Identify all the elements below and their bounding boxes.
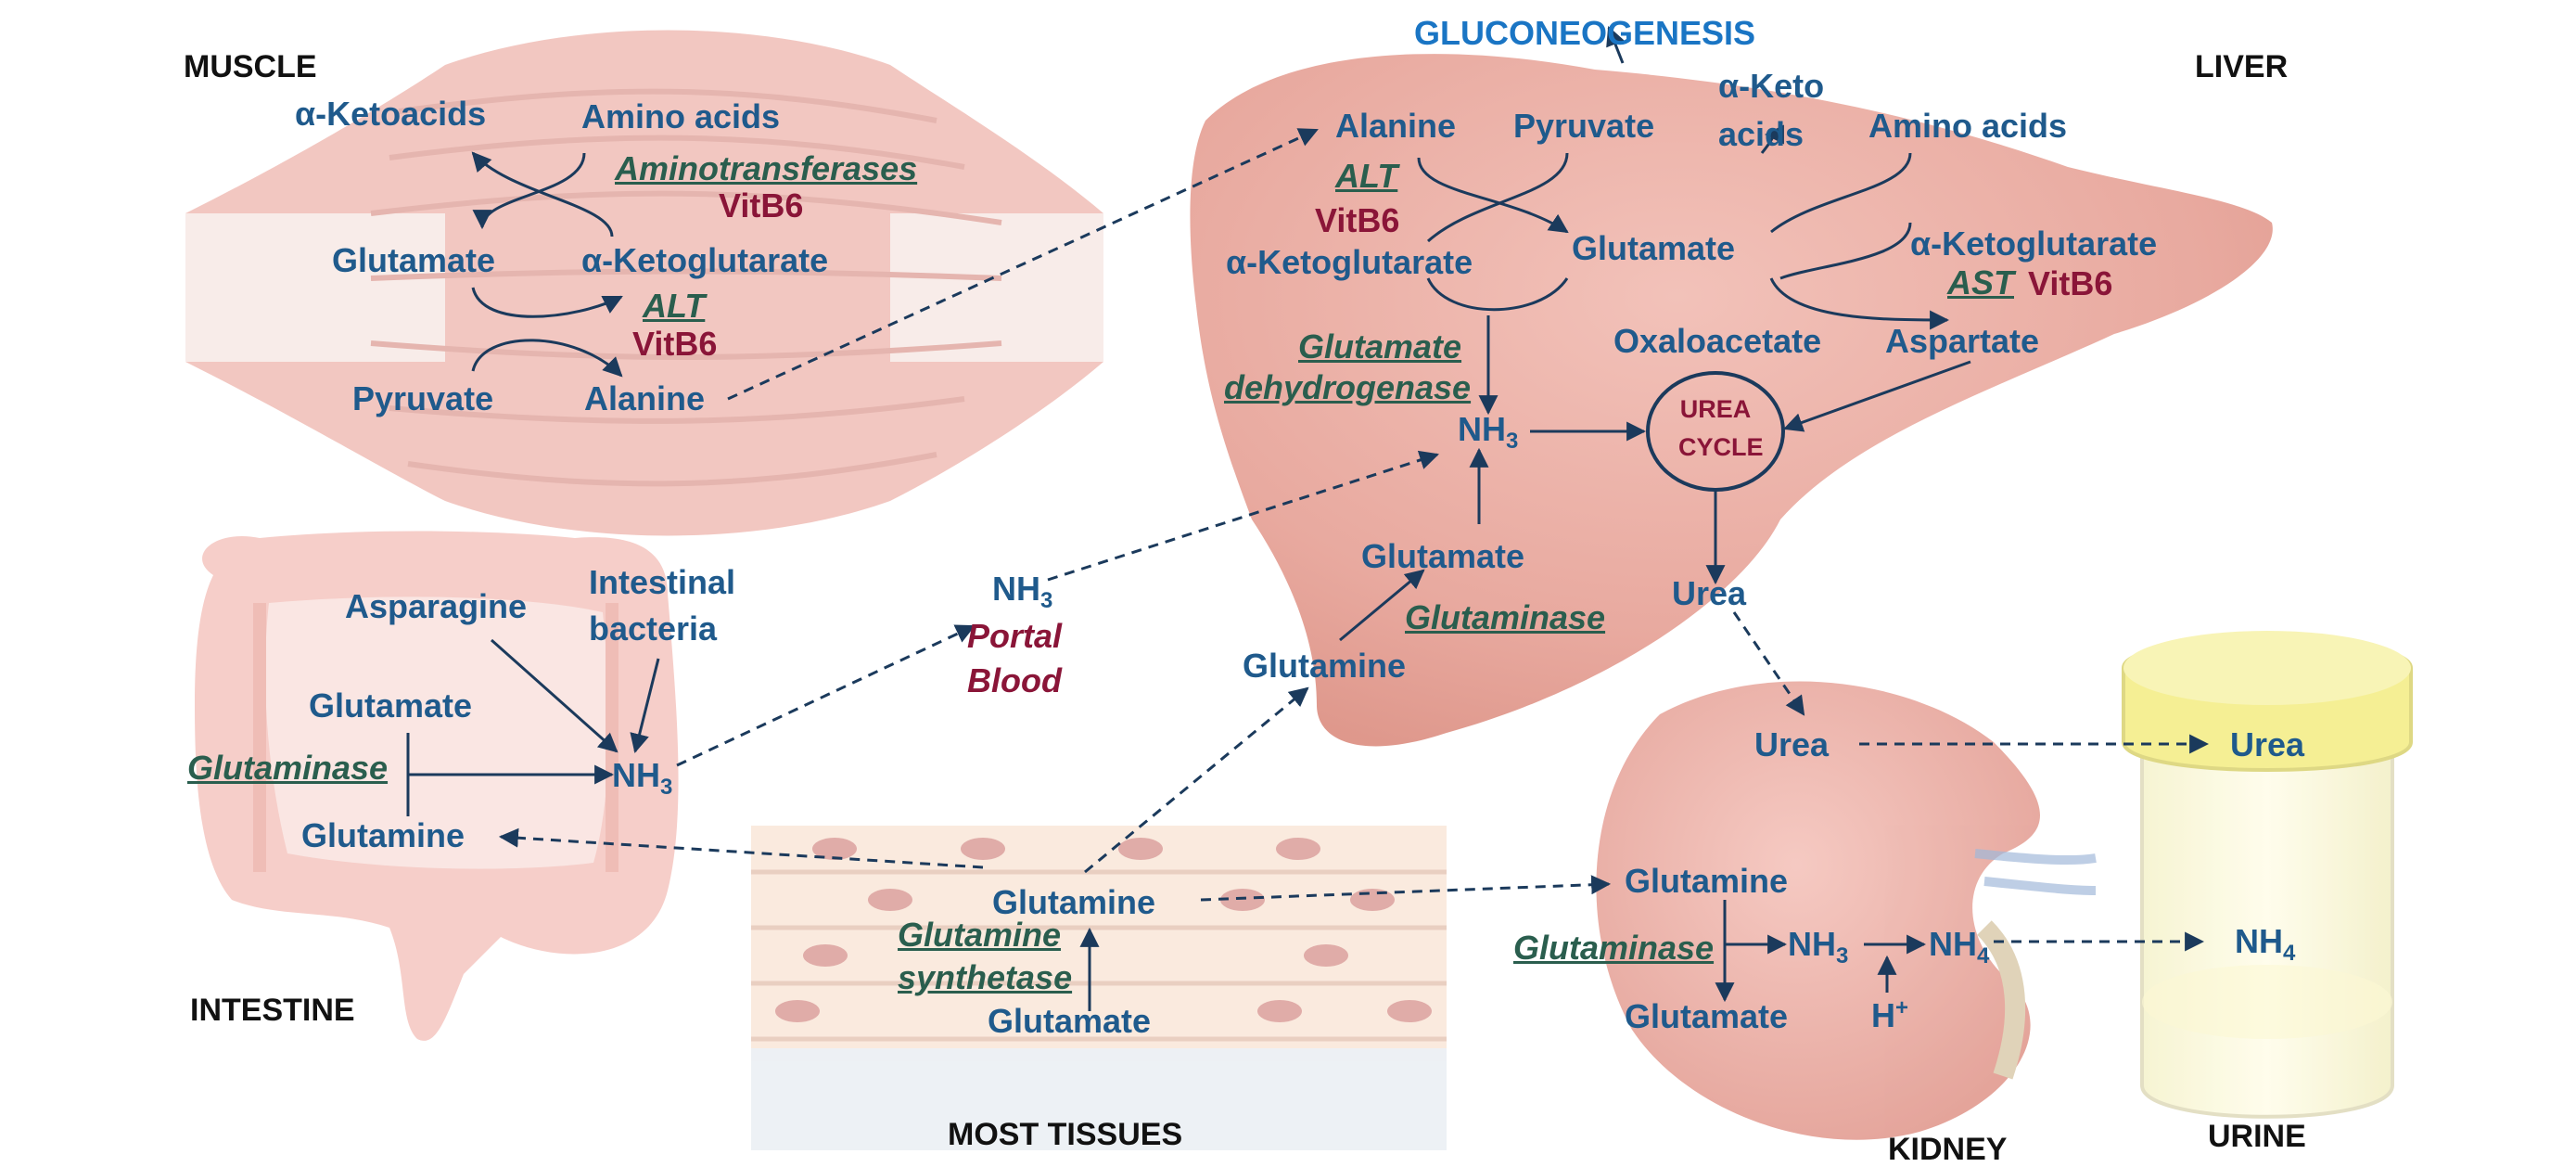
urine-nh4-sub: 4 (2283, 941, 2296, 967)
liver-glutamate-low: Glutamate (1361, 537, 1525, 575)
kidney-urea: Urea (1754, 725, 1830, 763)
liver-gluconeogenesis: GLUCONEOGENESIS (1414, 14, 1756, 52)
reaction-arrows (406, 26, 1971, 1011)
intestine-nh3-sub: 3 (660, 775, 673, 801)
tissues-synthetase-line2: synthetase (898, 958, 1073, 996)
muscle-glutamate: Glutamate (332, 241, 496, 279)
liver-pyruvate: Pyruvate (1513, 107, 1655, 145)
urine-nh4: NH4 (2235, 925, 2295, 965)
intestine-asparagine: Asparagine (345, 587, 528, 625)
kidney-h-plus: H+ (1871, 997, 1908, 1032)
liver-nh3-text: NH (1458, 410, 1506, 448)
kidney-nh3-text: NH (1788, 925, 1836, 963)
liver-ketoglutarate-right: α-Ketoglutarate (1910, 224, 2158, 263)
kidney-nh3: NH3 (1788, 928, 1848, 968)
portal-nh3: NH3 (992, 572, 1052, 612)
muscle-alt: ALT (643, 287, 706, 325)
intestine-nh3: NH3 (612, 759, 672, 799)
liver-keto-acids-line2: acids (1718, 115, 1804, 153)
muscle-vitb6-2: VitB6 (632, 325, 718, 363)
portal-nh3-sub: 3 (1040, 588, 1053, 614)
tissue-cells-illustration (751, 826, 1447, 1150)
liver-aspartate: Aspartate (1885, 322, 2040, 360)
intestine-glutamate: Glutamate (309, 686, 473, 725)
tissues-synthetase-line1: Glutamine (898, 916, 1062, 954)
liver-ketoglutarate-left: α-Ketoglutarate (1226, 243, 1473, 281)
muscle-pyruvate: Pyruvate (352, 379, 494, 417)
tissues-glutamine: Glutamine (992, 883, 1156, 921)
kidney-nh4: NH4 (1929, 928, 1989, 968)
kidney-h-sup: + (1895, 995, 1909, 1020)
region-label-intestine: INTESTINE (190, 993, 355, 1028)
liver-glutamate-mid: Glutamate (1572, 229, 1736, 267)
tissues-glutamate: Glutamate (988, 1002, 1152, 1040)
liver-glutaminase: Glutaminase (1405, 598, 1606, 636)
kidney-glutamine: Glutamine (1625, 862, 1789, 900)
liver-alt: ALT (1335, 157, 1398, 195)
intestine-nh3-text: NH (612, 756, 660, 794)
muscle-ketoacids: α-Ketoacids (295, 95, 487, 133)
muscle-vitb6-1: VitB6 (719, 186, 804, 224)
liver-glutamate-dh-line2: dehydrogenase (1224, 368, 1472, 406)
urea-cycle-line1: UREA (1679, 395, 1752, 423)
liver-glutamate-dh-line1: Glutamate (1298, 327, 1462, 365)
liver-nh3-sub: 3 (1506, 429, 1519, 455)
liver-alanine: Alanine (1335, 107, 1457, 145)
reaction-curves (471, 124, 1950, 378)
muscle-amino-acids: Amino acids (581, 97, 781, 135)
region-label-urine: URINE (2208, 1119, 2306, 1154)
intestine-bacteria-line1: Intestinal (589, 563, 736, 601)
kidney-glutamate: Glutamate (1625, 997, 1789, 1035)
region-label-muscle: MUSCLE (184, 49, 317, 84)
urine-nh4-text: NH (2235, 922, 2283, 960)
muscle-ketoglutarate: α-Ketoglutarate (581, 241, 829, 279)
kidney-nh4-text: NH (1929, 925, 1977, 963)
urea-cycle-line2: CYCLE (1678, 433, 1764, 461)
muscle-aminotransferases: Aminotransferases (615, 149, 918, 187)
liver-amino-acids: Amino acids (1868, 107, 2068, 145)
kidney-illustration (1596, 681, 2097, 1140)
kidney-nh4-sub: 4 (1977, 943, 1990, 969)
region-label-most-tissues: MOST TISSUES (948, 1117, 1183, 1152)
transport-arrows (498, 128, 2210, 952)
muscle-alanine: Alanine (584, 379, 706, 417)
portal-blood-line1: Portal (967, 617, 1063, 655)
region-label-liver: LIVER (2195, 49, 2289, 84)
region-label-kidney: KIDNEY (1888, 1132, 2008, 1167)
liver-glutamine: Glutamine (1243, 647, 1407, 685)
portal-nh3-text: NH (992, 570, 1040, 608)
kidney-glutaminase: Glutaminase (1513, 929, 1715, 967)
liver-vitb6-2: VitB6 (2028, 264, 2113, 302)
liver-urea: Urea (1672, 574, 1747, 612)
liver-nh3: NH3 (1458, 413, 1518, 453)
urea-cycle-label: UREA CYCLE (1678, 395, 1764, 461)
muscle-illustration (185, 30, 1103, 536)
liver-oxaloacetate: Oxaloacetate (1613, 322, 1822, 360)
kidney-h-text: H (1871, 996, 1895, 1034)
portal-blood-line2: Blood (967, 661, 1062, 699)
liver-ast: AST (1947, 263, 2014, 301)
intestine-glutamine: Glutamine (301, 816, 465, 854)
liver-keto-acids-line1: α-Keto (1718, 67, 1825, 105)
intestine-bacteria-line2: bacteria (589, 609, 718, 648)
kidney-nh3-sub: 3 (1836, 943, 1849, 969)
urine-urea: Urea (2230, 725, 2305, 763)
urine-jar-illustration (2122, 631, 2413, 1119)
liver-illustration (1190, 54, 2273, 747)
liver-vitb6-1: VitB6 (1315, 201, 1400, 239)
intestine-glutaminase: Glutaminase (187, 749, 389, 787)
